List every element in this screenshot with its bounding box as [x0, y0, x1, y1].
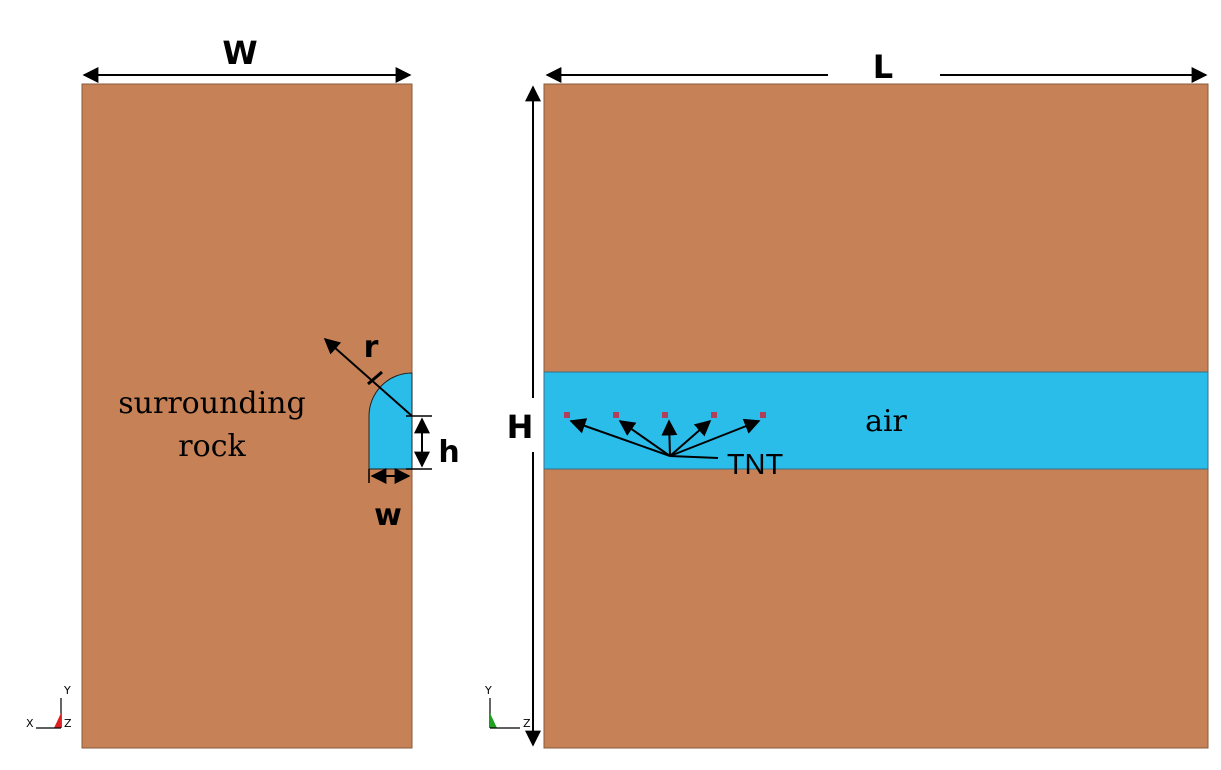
tnt-leader-arrow — [618, 420, 671, 457]
length-label: L — [873, 48, 893, 86]
height-label: H — [507, 408, 534, 446]
radius-label: r — [364, 330, 379, 365]
tnt-charges — [564, 412, 766, 459]
axis-y-label-right: Y — [484, 684, 492, 697]
tunnel-cross-section — [368, 372, 413, 470]
cross-section-model: W r h w surrounding rock Y X Z — [26, 34, 460, 749]
tnt-charge — [662, 412, 668, 418]
coordinate-triad-left: Y X Z — [26, 684, 72, 730]
axis-z-label-left: Z — [64, 717, 72, 730]
tnt-charge — [564, 412, 570, 418]
radius-arrow — [323, 337, 413, 417]
axis-y-label-left: Y — [63, 684, 71, 697]
half-width-label: w — [374, 498, 402, 533]
tnt-leader-arrow — [669, 419, 712, 457]
tnt-charge — [613, 412, 619, 418]
straight-wall-height-label: h — [438, 435, 459, 470]
tnt-charge — [760, 412, 766, 418]
axis-x-label-left: X — [26, 717, 34, 730]
axis-z-label-right: Z — [523, 717, 531, 730]
tnt-leader-arrow — [661, 419, 678, 457]
tnt-leader-arrow — [669, 418, 761, 457]
air-tunnel-band — [543, 371, 1209, 470]
width-label: W — [222, 34, 257, 72]
radius-tick — [367, 370, 383, 386]
coordinate-triad-right: Y Z — [484, 684, 531, 730]
longitudinal-section-model: L H air TNT Y Z — [484, 48, 1209, 749]
tnt-charge — [711, 412, 717, 418]
tnt-label-leader — [669, 455, 719, 459]
air-label: air — [865, 404, 907, 439]
tnt-leader-arrow — [569, 418, 671, 457]
rock-block-left — [81, 83, 413, 749]
tnt-label: TNT — [727, 449, 784, 481]
surrounding-rock-label-line2: rock — [178, 429, 246, 464]
surrounding-rock-label-line1: surrounding — [118, 386, 305, 421]
